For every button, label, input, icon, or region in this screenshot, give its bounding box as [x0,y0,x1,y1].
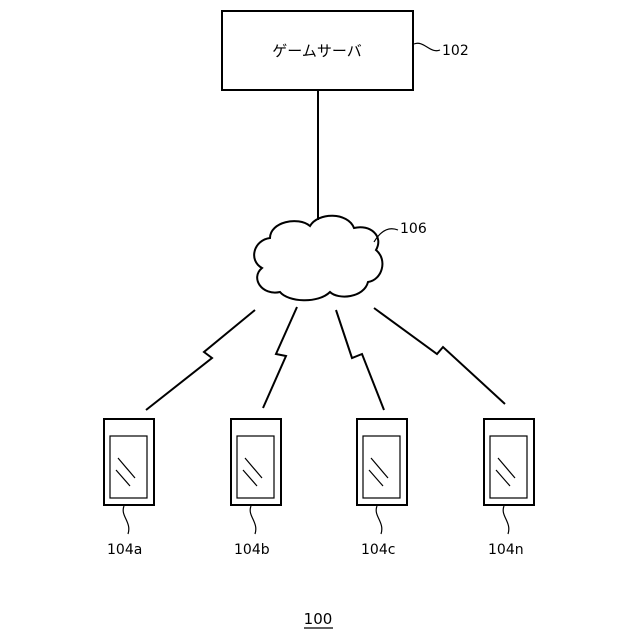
terminal-screen [363,436,400,498]
game-server: ゲームサーバ [222,11,413,90]
screen-glare [243,470,257,486]
wireless-link-a [146,310,255,410]
terminal-ref-label-b: 104b [234,542,270,558]
terminal-104n [484,419,534,505]
terminal-ref-leader-b [250,506,256,534]
terminal-ref-label-a: 104a [107,542,142,558]
terminal-screen [237,436,274,498]
terminal-screen [110,436,147,498]
wireless-link-n [374,308,505,404]
terminal-ref-leader-a [123,506,129,534]
terminal-104a [104,419,154,505]
network-ref-label: 106 [400,221,427,237]
terminal-ref-label-n: 104n [488,542,524,558]
terminal-104b [231,419,281,505]
figure-ref-label: 100 [304,610,333,628]
terminal-ref-label-c: 104c [361,542,395,558]
server-ref-label: 102 [442,43,469,59]
wireless-link-b [263,307,297,408]
screen-glare [116,470,130,486]
game-server-label: ゲームサーバ [272,42,361,60]
terminal-ref-leader-c [376,506,382,534]
terminal-screen [490,436,527,498]
terminal-ref-leader-n [503,506,509,534]
screen-glare [496,470,510,486]
wireless-link-c [336,310,384,410]
screen-glare [369,470,383,486]
network-cloud [254,216,382,301]
terminal-104c [357,419,407,505]
server-ref-leader [414,43,440,50]
